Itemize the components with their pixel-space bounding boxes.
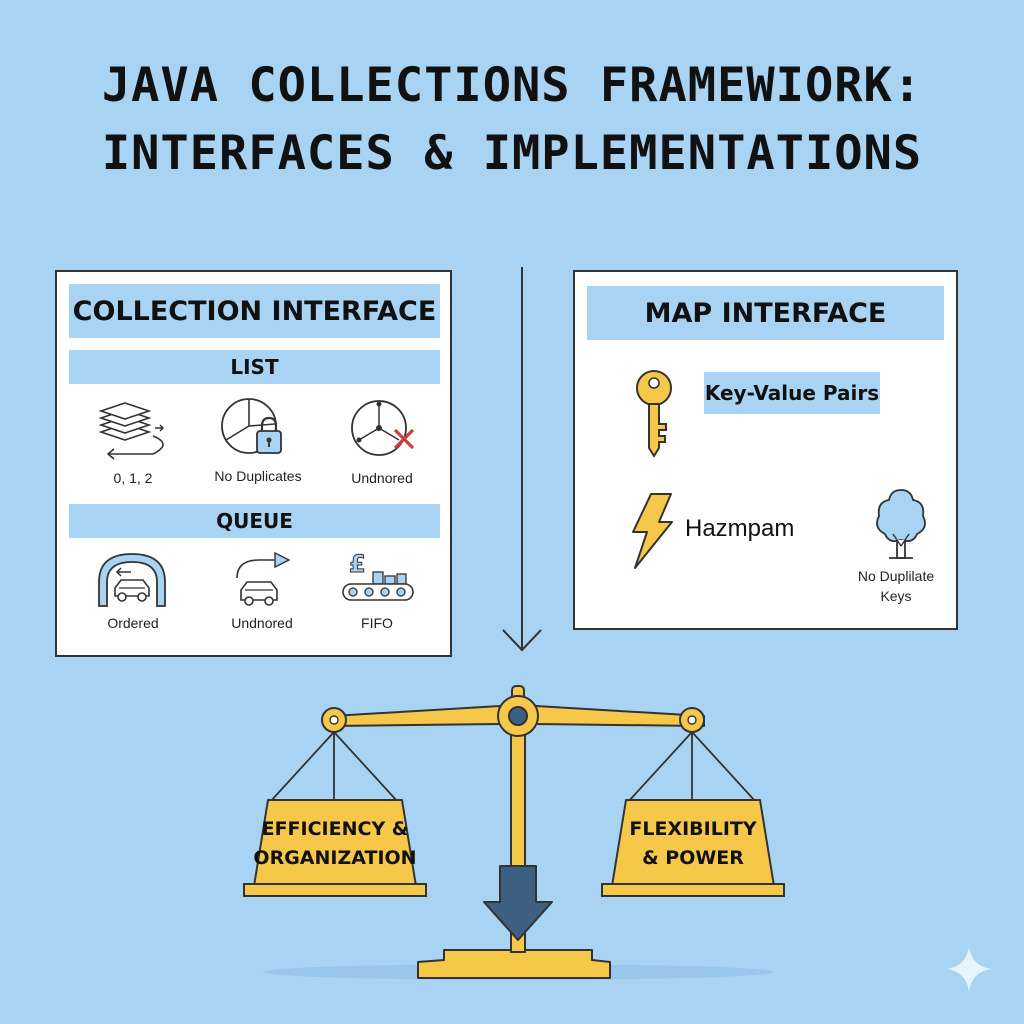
tree-icon bbox=[876, 489, 926, 559]
balance-scale: EFFICIENCY & ORGANIZATION FLEXIBILITY & … bbox=[243, 685, 785, 980]
no-duplicate-keys-label-line1: No Duplilate bbox=[857, 568, 935, 584]
center-down-arrow bbox=[502, 267, 542, 652]
circle-cross-icon bbox=[351, 400, 415, 456]
conveyor-pound-icon: £ bbox=[342, 550, 414, 601]
queue-item-label: Undnored bbox=[231, 615, 293, 631]
right-pan-label-line2: & POWER bbox=[642, 847, 744, 869]
queue-item-label: FIFO bbox=[361, 615, 393, 631]
lightning-icon bbox=[632, 493, 673, 569]
title-line-1: JAVA COLLECTIONS FRAMEWIORK: bbox=[101, 58, 923, 113]
no-duplicate-keys-label-line2: Keys bbox=[880, 588, 912, 604]
stacked-layers-icon bbox=[98, 402, 165, 460]
list-item-label: No Duplicates bbox=[214, 468, 302, 484]
page-title: JAVA COLLECTIONS FRAMEWIORK: INTERFACES … bbox=[0, 52, 1024, 188]
title-line-2: INTERFACES & IMPLEMENTATIONS bbox=[101, 126, 923, 181]
queue-item-label: Ordered bbox=[107, 615, 159, 631]
hashmap-label: Hazmpam bbox=[685, 515, 795, 542]
car-arrow-icon bbox=[236, 551, 291, 606]
key-value-pairs-label: Key-Value Pairs bbox=[704, 372, 880, 414]
collection-interface-panel: COLLECTION INTERFACE LIST 0, bbox=[55, 270, 452, 657]
collection-interface-heading: COLLECTION INTERFACE bbox=[69, 284, 440, 338]
left-pan-label-line2: ORGANIZATION bbox=[253, 847, 416, 869]
sparkle-icon bbox=[947, 947, 991, 991]
pie-lock-icon bbox=[221, 398, 282, 454]
svg-text:£: £ bbox=[349, 550, 366, 578]
list-item-label: 0, 1, 2 bbox=[113, 470, 153, 486]
map-interface-panel: MAP INTERFACE Key-Value Pairs Hazmpam No… bbox=[573, 270, 958, 630]
list-item-label: Undnored bbox=[351, 470, 413, 486]
list-heading: LIST bbox=[69, 350, 440, 384]
key-icon bbox=[636, 370, 672, 458]
map-interface-heading: MAP INTERFACE bbox=[587, 286, 944, 340]
tunnel-car-icon bbox=[98, 553, 166, 607]
right-pan-label-line1: FLEXIBILITY bbox=[629, 818, 756, 840]
queue-heading: QUEUE bbox=[69, 504, 440, 538]
left-pan-label-line1: EFFICIENCY & bbox=[262, 818, 409, 840]
